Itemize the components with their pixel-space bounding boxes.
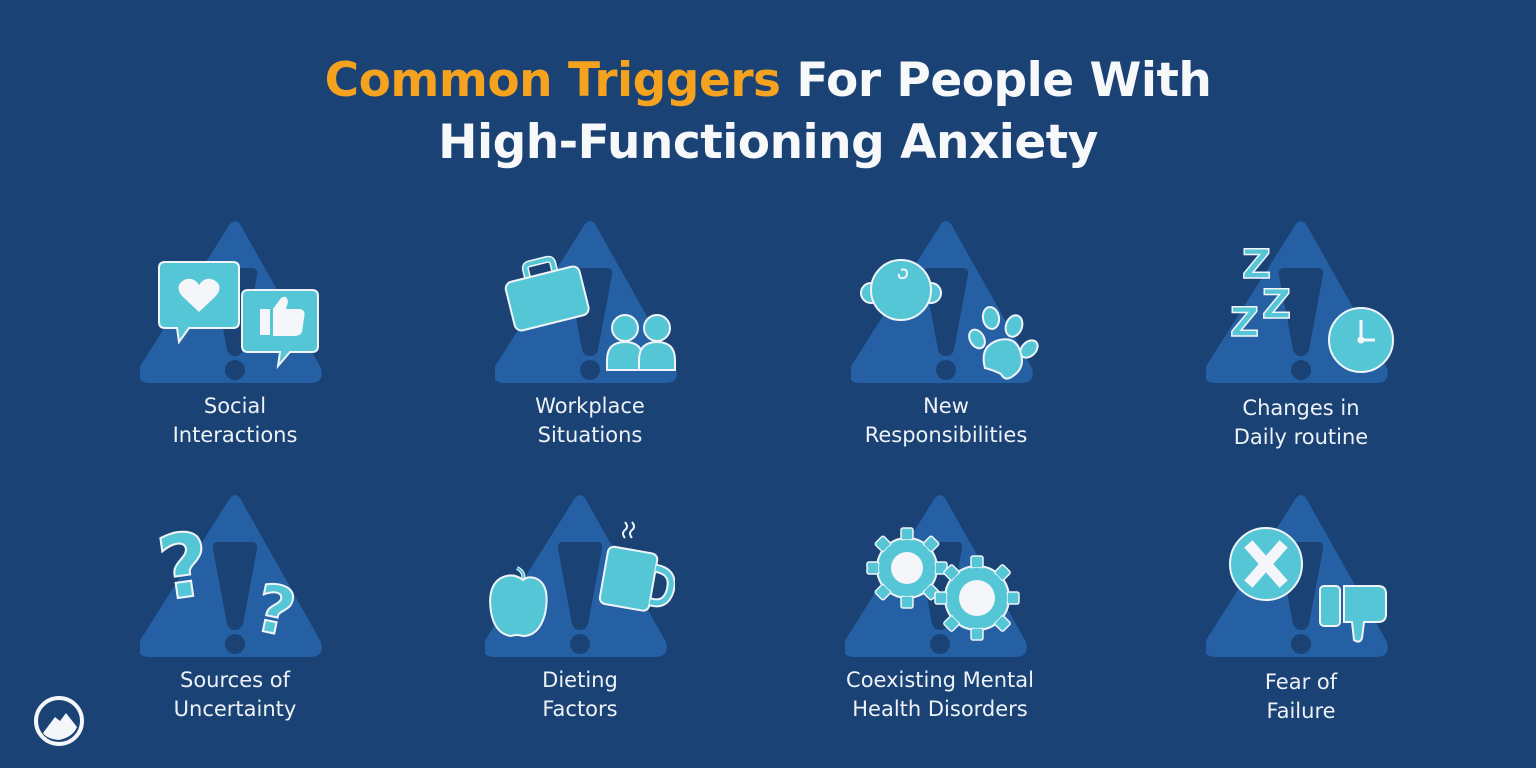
title-line-1: Common Triggers For People With: [0, 50, 1536, 112]
briefcase-people-icon: [504, 255, 676, 371]
warning-triangle-icon: [485, 495, 675, 657]
trigger-label: Changes in Daily routine: [1233, 396, 1369, 449]
trigger-card-changes-in-daily-routine: Z Z Z Changes in Daily routine: [1181, 218, 1421, 458]
trigger-card-workplace-situations: Workplace Situations: [470, 218, 710, 458]
apple-mug-icon: [489, 521, 675, 638]
chat-bubbles-heart-thumbsup-icon: [158, 261, 319, 370]
svg-text:Z: Z: [1230, 300, 1259, 346]
title-line-2: High-Functioning Anxiety: [438, 115, 1098, 170]
x-circle-thumbsdown-icon: [1229, 527, 1387, 643]
trigger-card-social-interactions: Social Interactions: [115, 218, 355, 458]
gears-icon: [866, 527, 1020, 641]
trigger-label: Sources of Uncertainty: [173, 668, 297, 721]
warning-triangle-icon: ? ?: [140, 495, 322, 657]
trigger-card-new-responsibilities: New Responsibilities: [826, 218, 1066, 458]
warning-triangle-icon: [495, 221, 677, 383]
trigger-label: Workplace Situations: [535, 394, 645, 447]
zzz-clock-icon: Z Z Z: [1229, 241, 1394, 373]
trigger-label: Dieting Factors: [542, 668, 618, 721]
warning-triangle-icon: [845, 495, 1027, 657]
title-accent: Common Triggers: [324, 53, 781, 108]
page-title: Common Triggers For People With High-Fun…: [0, 50, 1536, 174]
trigger-label: Fear of Failure: [1264, 670, 1338, 723]
trigger-card-dieting-factors: Dieting Factors: [460, 492, 700, 732]
trigger-label: Coexisting Mental Health Disorders: [846, 668, 1034, 721]
trigger-card-coexisting-mental-health-disorders: Coexisting Mental Health Disorders: [820, 492, 1060, 732]
warning-triangle-icon: Z Z Z: [1206, 221, 1394, 383]
trigger-card-sources-of-uncertainty: ? ? Sources of Uncertainty: [115, 492, 355, 732]
mountain-circle-logo-icon: [34, 696, 84, 746]
baby-pawprint-icon: [860, 259, 1039, 380]
svg-text:?: ?: [152, 512, 217, 621]
trigger-card-fear-of-failure: Fear of Failure: [1181, 492, 1421, 732]
warning-triangle-icon: [140, 221, 322, 383]
warning-triangle-icon: [851, 221, 1039, 383]
trigger-label: Social Interactions: [172, 394, 298, 447]
title-line-1-rest: For People With: [780, 53, 1212, 108]
warning-triangle-icon: [1206, 495, 1388, 657]
svg-text:Z: Z: [1242, 242, 1271, 288]
svg-text:Z: Z: [1262, 282, 1291, 328]
trigger-label: New Responsibilities: [864, 394, 1028, 447]
